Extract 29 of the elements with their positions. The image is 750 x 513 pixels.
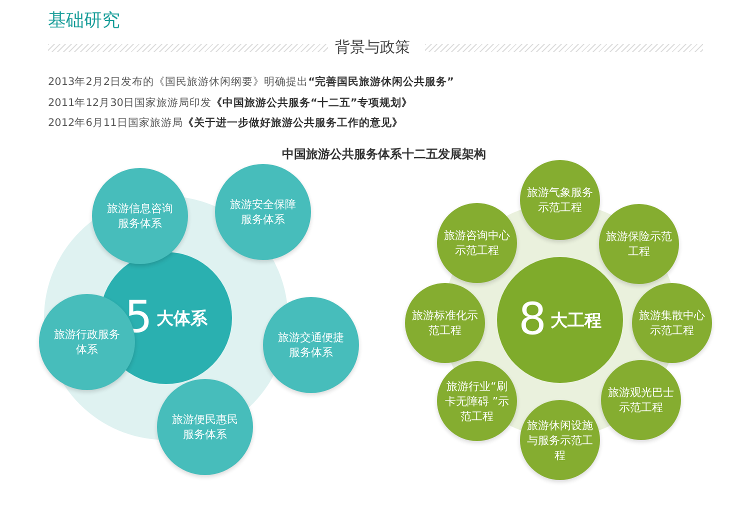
item-label: 旅游咨询中心示范工程 [444, 228, 510, 258]
item-label: 旅游交通便捷服务体系 [277, 330, 345, 360]
item-circle [437, 361, 517, 441]
item-circle [520, 160, 600, 240]
item-label: 旅游气象服务示范工程 [527, 185, 593, 215]
item-label: 旅游信息咨询服务体系 [106, 201, 174, 231]
item-label: 旅游行业“刷卡无障碍 ”示范工程 [444, 378, 510, 424]
page-heading: 基础研究 [48, 9, 120, 32]
big-number: 8 [518, 298, 546, 342]
policy-note: 2011年12月30日国家旅游局印发《中国旅游公共服务“十二五”专项规划》 [48, 96, 412, 110]
item-label: 旅游观光巴士示范工程 [608, 385, 674, 415]
item-label: 旅游标准化示范工程 [412, 308, 478, 338]
item-label: 旅游行政服务体系 [53, 327, 121, 357]
item-label: 旅游集散中心示范工程 [639, 308, 705, 338]
center-title: 大工程 [550, 310, 602, 332]
item-circle [632, 283, 712, 363]
item-circle [520, 400, 600, 480]
item-label: 旅游安全保障服务体系 [229, 197, 297, 227]
diagram-heading: 中国旅游公共服务体系十二五发展架构 [282, 146, 486, 163]
item-label: 旅游休闲设施与服务示范工程 [527, 418, 593, 462]
item-circle [405, 283, 485, 363]
item-label: 旅游便民惠民服务体系 [171, 412, 239, 442]
center-title: 大体系 [156, 308, 208, 330]
item-label: 旅游保险示范工程 [606, 229, 672, 259]
item-circle [599, 204, 679, 284]
section-heading: 背景与政策 [335, 38, 410, 57]
item-circle [601, 360, 681, 440]
policy-note: 2013年2月2日发布的《国民旅游休闲纲要》明确提出“完善国民旅游休闲公共服务” [48, 75, 454, 89]
policy-note: 2012年6月11日国家旅游局《关于进一步做好旅游公共服务工作的意见》 [48, 116, 403, 130]
